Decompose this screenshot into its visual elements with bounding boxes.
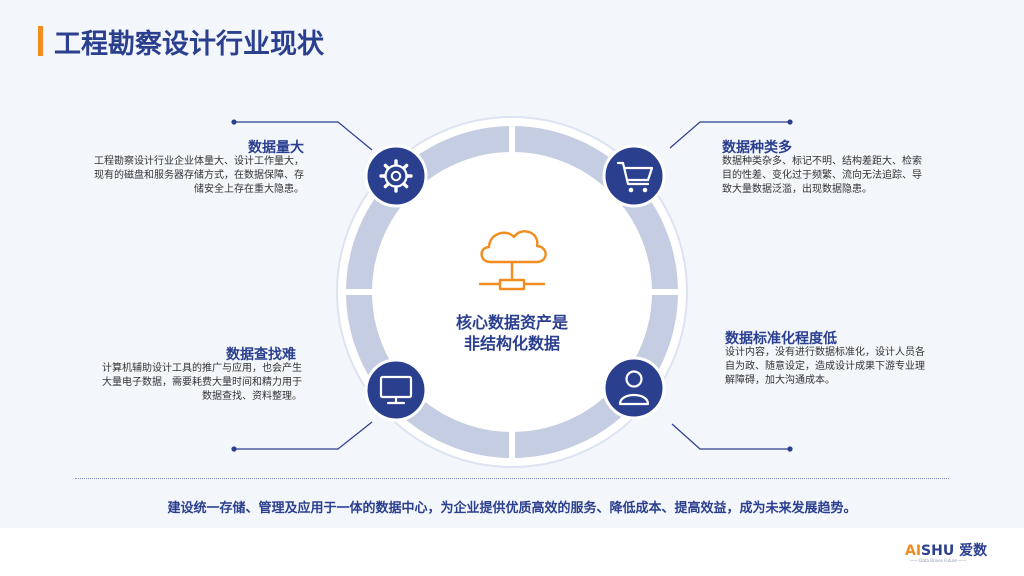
body-line: 大量电子数据，需要耗费大量时间和精力用于	[102, 377, 302, 388]
user-icon	[602, 356, 666, 420]
logo-tagline: —— Data Drives Future ——	[910, 558, 967, 563]
title-accent-bar	[38, 26, 43, 56]
section-title-data-variety: 数据种类多	[722, 140, 792, 156]
body-line: 解障碍，加大沟通成本。	[725, 375, 835, 386]
monitor-icon	[364, 358, 428, 422]
body-line: 计算机辅助设计工具的推广与应用，也会产生	[102, 363, 302, 374]
center-statement: 核心数据资产是 非结构化数据	[432, 312, 592, 354]
body-line: 设计内容，没有进行数据标准化，设计人员各	[725, 347, 925, 358]
body-line: 目的性差、变化过于频繁、流向无法追踪、导	[722, 170, 922, 181]
cart-icon	[602, 144, 666, 208]
body-line: 数据查找、资料整理。	[202, 391, 302, 402]
body-line: 储安全上存在重大隐患。	[194, 184, 304, 195]
bottom-statement: 建设统一存储、管理及应用于一体的数据中心，为企业提供优质高效的服务、降低成本、提…	[167, 501, 857, 516]
body-line: 工程勘察设计行业企业体量大、设计工作量大，	[94, 156, 304, 167]
body-line: 自为政、随意设定，造成设计成果下游专业理	[725, 361, 925, 372]
center-line: 核心数据资产是	[455, 313, 568, 332]
dotted-divider	[75, 478, 949, 479]
section-title-data-standardization: 数据标准化程度低	[725, 331, 837, 347]
section-title-data-volume: 数据量大	[248, 140, 304, 156]
gear-icon	[364, 144, 428, 208]
page-title: 工程勘察设计行业现状	[54, 29, 324, 60]
section-title-data-search: 数据查找难	[226, 347, 296, 363]
footer-band	[0, 528, 1024, 576]
section-body-data-standardization: 设计内容，没有进行数据标准化，设计人员各 自为政、随意设定，造成设计成果下游专业…	[725, 346, 975, 388]
body-line: 数据种类杂多、标记不明、结构差距大、检索	[722, 156, 922, 167]
center-line: 非结构化数据	[463, 334, 560, 353]
connector-dots	[231, 119, 793, 452]
cloud-network-icon	[478, 230, 547, 291]
logo-shu: SHU 爱数	[921, 543, 988, 559]
aishu-logo: AISHU 爱数	[905, 540, 987, 560]
body-line: 现有的磁盘和服务器存储方式，在数据保障、存	[94, 170, 304, 181]
section-body-data-volume: 工程勘察设计行业企业体量大、设计工作量大， 现有的磁盘和服务器存储方式，在数据保…	[48, 155, 304, 197]
connector-lines	[234, 121, 790, 450]
section-body-data-search: 计算机辅助设计工具的推广与应用，也会产生 大量电子数据，需要耗费大量时间和精力用…	[48, 362, 302, 404]
section-body-data-variety: 数据种类杂多、标记不明、结构差距大、检索 目的性差、变化过于频繁、流向无法追踪、…	[722, 155, 972, 197]
inner-disc	[384, 164, 640, 420]
logo-ai: AI	[905, 543, 922, 559]
body-line: 致大量数据泛滥，出现数据隐患。	[722, 184, 872, 195]
